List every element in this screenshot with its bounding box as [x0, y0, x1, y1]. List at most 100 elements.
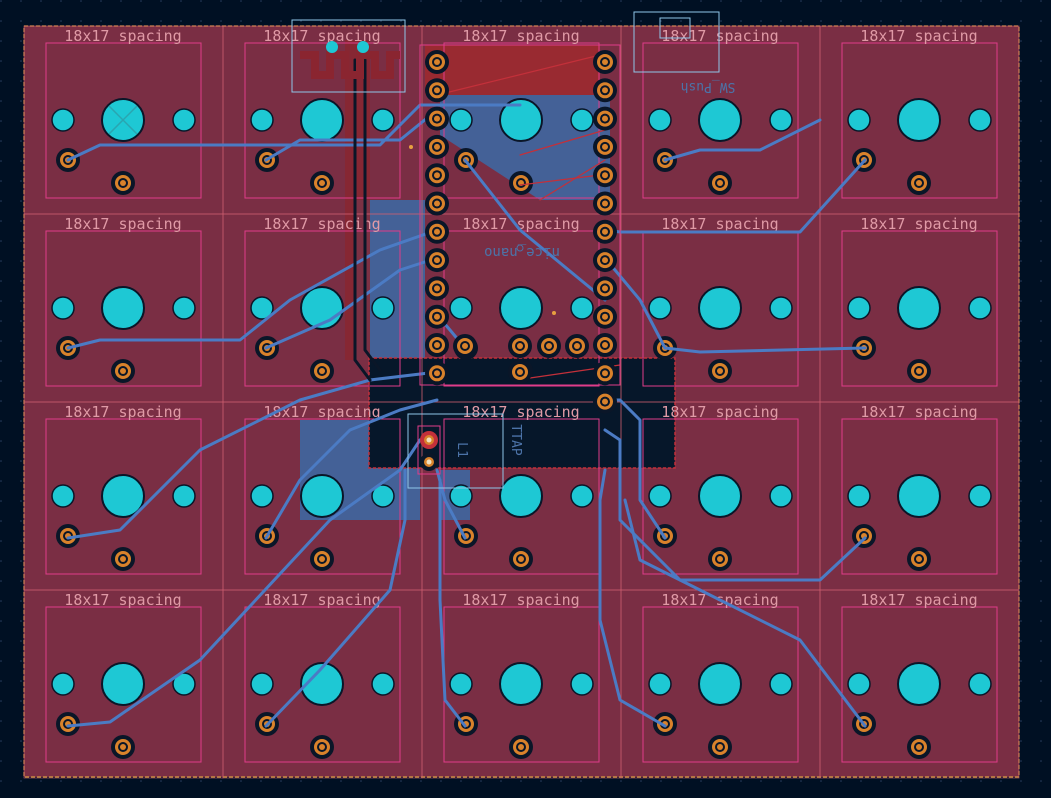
keepout-hatch [368, 357, 676, 469]
switch-side-hole [449, 672, 473, 696]
key-cell: 18x17 spacing [222, 213, 423, 403]
switch-side-hole [847, 484, 871, 508]
switch-side-hole [648, 672, 672, 696]
switch-pin-2-drill [120, 368, 126, 374]
switch-courtyard [642, 606, 799, 763]
controller-pin-right-drill [602, 257, 608, 264]
controller-pin-left [425, 106, 449, 131]
controller-pin-right-drill [602, 398, 608, 405]
switch-side-hole [172, 672, 196, 696]
led-inner [417, 425, 441, 475]
switch-courtyard [244, 418, 401, 575]
switch-pin-2-drill [319, 180, 325, 186]
switch-pin-1 [852, 524, 876, 548]
traces [66, 54, 867, 728]
controller-pin-left [425, 304, 449, 329]
switch-pin-2 [907, 547, 931, 571]
controller-pin-left-drill [434, 228, 440, 235]
cell-label: 18x17 spacing [64, 403, 181, 421]
switch-side-hole [648, 108, 672, 132]
switch-center-hole [698, 662, 742, 706]
reset-pad-drill [462, 343, 468, 349]
reset-pads [453, 334, 589, 384]
switch-pin-2 [111, 547, 135, 571]
controller-pin-right-drill [602, 313, 608, 320]
switch-pin-2 [708, 547, 732, 571]
cell-label: 18x17 spacing [64, 591, 181, 609]
reset-pad [537, 334, 561, 358]
switch-side-hole [769, 484, 793, 508]
switch-center-hole [499, 98, 543, 142]
switch-center-hole [897, 286, 941, 330]
controller-pin-right [593, 389, 617, 414]
key-cell: 18x17 spacing [421, 589, 622, 779]
controller-pin-right [593, 191, 617, 216]
key-cell: 18x17 spacing [23, 25, 224, 215]
switch-pin-2 [509, 735, 533, 759]
key-cell: 18x17 spacing [620, 25, 821, 215]
switch-pin-2-drill [916, 368, 922, 374]
switch-pin-2 [111, 735, 135, 759]
switch-courtyard [841, 418, 998, 575]
key-cell: 18x17 spacing [620, 213, 821, 403]
controller-pin-left-drill [434, 115, 440, 122]
switch-courtyard [841, 42, 998, 199]
switch-side-hole [51, 108, 75, 132]
cell-label: 18x17 spacing [860, 591, 977, 609]
controller-pin-right [593, 106, 617, 131]
controller-pin-right-drill [602, 342, 608, 348]
switch-pin-1 [56, 712, 80, 736]
key-cell: 18x17 spacing [421, 401, 622, 591]
switch-pin-2-drill [916, 556, 922, 562]
switch-pin-1 [454, 524, 478, 548]
controller-pin-left-drill [434, 87, 440, 94]
cell-label: 18x17 spacing [263, 215, 380, 233]
key-cell: 18x17 spacing [23, 213, 224, 403]
switch-side-hole [250, 672, 274, 696]
switch-side-hole [847, 108, 871, 132]
controller-pin-right [593, 163, 617, 188]
switch-center-hole [101, 662, 145, 706]
switch-side-hole [172, 108, 196, 132]
cell-label: 18x17 spacing [263, 591, 380, 609]
cell-boundary [819, 589, 1020, 779]
switch-pin-2 [907, 735, 931, 759]
switch-courtyard [45, 42, 202, 199]
controller-pin-left [425, 134, 449, 159]
switch-pin-2-drill [120, 180, 126, 186]
switch-pin-2 [708, 359, 732, 383]
key-cell: 18x17 spacing [819, 589, 1020, 779]
switch-pin-2-drill [319, 368, 325, 374]
switch-pin-2 [509, 547, 533, 571]
key-cell: 18x17 spacing [23, 589, 224, 779]
jst-connector [300, 41, 400, 79]
controller-pin-right-drill [602, 115, 608, 122]
controller-ref-label: nice_nano [484, 244, 560, 260]
led-footprint: L1 TTAP [420, 424, 523, 471]
switch-center-hole [300, 474, 344, 518]
controller-pin-left [425, 191, 449, 216]
switch-side-hole [250, 296, 274, 320]
controller-pin-right-drill [602, 200, 608, 207]
switch-ref-label: SW_Push [681, 79, 736, 94]
led-ref-label: L1 [454, 442, 469, 458]
controller-pin-right-drill [602, 370, 608, 377]
ttap-ref-label: TTAP [508, 424, 523, 455]
switch-side-hole [968, 672, 992, 696]
reset-pad-drill [517, 343, 523, 349]
reset-pad [508, 360, 532, 384]
switch-side-hole [449, 296, 473, 320]
controller-pin-left-drill [434, 200, 440, 207]
controller-pin-left [425, 50, 449, 74]
switch-pin-2-drill [120, 744, 126, 750]
cell-label: 18x17 spacing [263, 403, 380, 421]
switch-center-hole [499, 474, 543, 518]
controller-pin-right [593, 276, 617, 301]
switch-side-hole [570, 484, 594, 508]
reset-pad-drill [546, 343, 552, 349]
switch-side-hole [449, 108, 473, 132]
controller-pin-left [425, 361, 449, 386]
controller-pin-left-drill [434, 172, 440, 179]
cell-label: 18x17 spacing [462, 403, 579, 421]
cell-label: 18x17 spacing [64, 215, 181, 233]
